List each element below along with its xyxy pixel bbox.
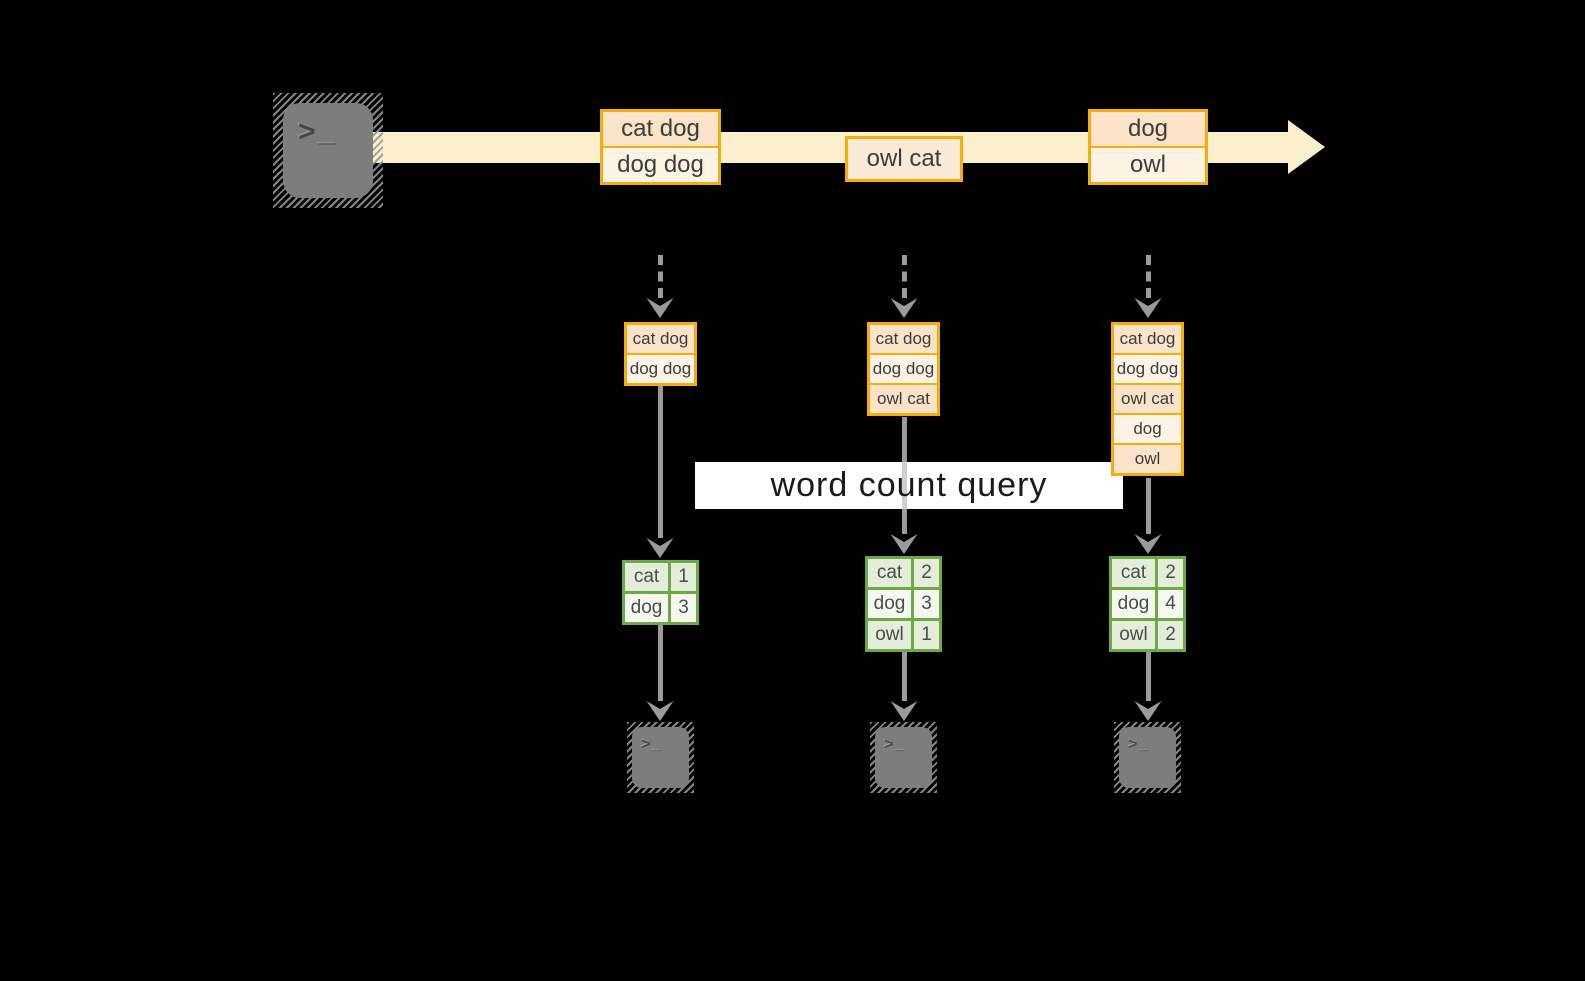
- count-value-cell: 4: [1158, 590, 1183, 618]
- count-value-cell: 3: [671, 594, 696, 622]
- count-value-cell: 2: [1158, 621, 1183, 649]
- stream-event-box-2: owl cat: [845, 136, 963, 182]
- terminal-prompt: >_: [641, 736, 664, 753]
- stream-event-line: dog: [1091, 112, 1205, 146]
- arrow-head-icon: [1134, 298, 1162, 318]
- state-row: dog dog: [870, 355, 937, 383]
- terminal-window: >_: [632, 727, 689, 788]
- count-word-cell: cat: [1112, 559, 1155, 587]
- terminal-window: >_: [1119, 727, 1176, 788]
- arrow-shaft: [901, 255, 907, 298]
- arrow-head-icon: [646, 298, 674, 318]
- stream-event-box-3: dog owl: [1088, 109, 1208, 185]
- query-label-band: word count query: [695, 462, 1123, 509]
- arrow-shaft: [657, 386, 663, 538]
- terminal-prompt: >_: [298, 115, 339, 148]
- stream-event-line: owl cat: [848, 139, 960, 179]
- arrow-head-icon: [646, 538, 674, 558]
- stream-arrowhead-icon: [1288, 120, 1325, 174]
- arrow-head-icon: [646, 701, 674, 721]
- count-table-1: cat 1 dog 3: [622, 560, 699, 625]
- count-word-cell: owl: [1112, 621, 1155, 649]
- terminal-prompt: >_: [884, 736, 907, 753]
- arrow-head-icon: [1134, 701, 1162, 721]
- output-terminal-icon-2: >_: [870, 722, 937, 793]
- output-terminal-icon-3: >_: [1114, 722, 1181, 793]
- source-terminal-icon: >_: [273, 93, 383, 208]
- arrow-head-icon: [890, 534, 918, 554]
- terminal-window: >_: [875, 727, 932, 788]
- stream-event-line: dog dog: [603, 148, 718, 182]
- arrow-through-band: [902, 462, 907, 509]
- state-stack-2: cat dog dog dog owl cat: [867, 322, 940, 416]
- state-row: owl: [1114, 445, 1181, 473]
- count-word-cell: owl: [868, 621, 911, 649]
- arrow-head-icon: [890, 298, 918, 318]
- count-value-cell: 2: [914, 559, 939, 587]
- terminal-window: >_: [283, 103, 373, 198]
- count-word-cell: dog: [868, 590, 911, 618]
- count-word-cell: cat: [625, 563, 668, 591]
- state-row: dog dog: [627, 355, 694, 383]
- stream-event-line: owl: [1091, 148, 1205, 182]
- state-stack-3: cat dog dog dog owl cat dog owl: [1111, 322, 1184, 476]
- count-table-3: cat 2 dog 4 owl 2: [1109, 556, 1186, 652]
- state-row: dog: [1114, 415, 1181, 443]
- state-row: cat dog: [870, 325, 937, 353]
- count-value-cell: 3: [914, 590, 939, 618]
- query-label: word count query: [770, 466, 1048, 504]
- count-word-cell: cat: [868, 559, 911, 587]
- terminal-prompt: >_: [1128, 736, 1151, 753]
- stream-event-line: cat dog: [603, 112, 718, 146]
- count-value-cell: 2: [1158, 559, 1183, 587]
- state-row: dog dog: [1114, 355, 1181, 383]
- output-terminal-icon-1: >_: [627, 722, 694, 793]
- arrow-shaft: [901, 652, 907, 701]
- stream-event-box-1: cat dog dog dog: [600, 109, 721, 185]
- state-row: cat dog: [1114, 325, 1181, 353]
- count-value-cell: 1: [671, 563, 696, 591]
- arrow-head-icon: [890, 701, 918, 721]
- arrow-head-icon: [1134, 534, 1162, 554]
- count-word-cell: dog: [1112, 590, 1155, 618]
- state-row: cat dog: [627, 325, 694, 353]
- state-row: owl cat: [1114, 385, 1181, 413]
- count-table-2: cat 2 dog 3 owl 1: [865, 556, 942, 652]
- count-value-cell: 1: [914, 621, 939, 649]
- count-word-cell: dog: [625, 594, 668, 622]
- state-stack-1: cat dog dog dog: [624, 322, 697, 386]
- arrow-shaft: [1145, 652, 1151, 701]
- state-row: owl cat: [870, 385, 937, 413]
- arrow-shaft: [1145, 255, 1151, 298]
- arrow-shaft: [1145, 478, 1151, 534]
- arrow-shaft: [657, 255, 663, 298]
- arrow-shaft: [657, 625, 663, 701]
